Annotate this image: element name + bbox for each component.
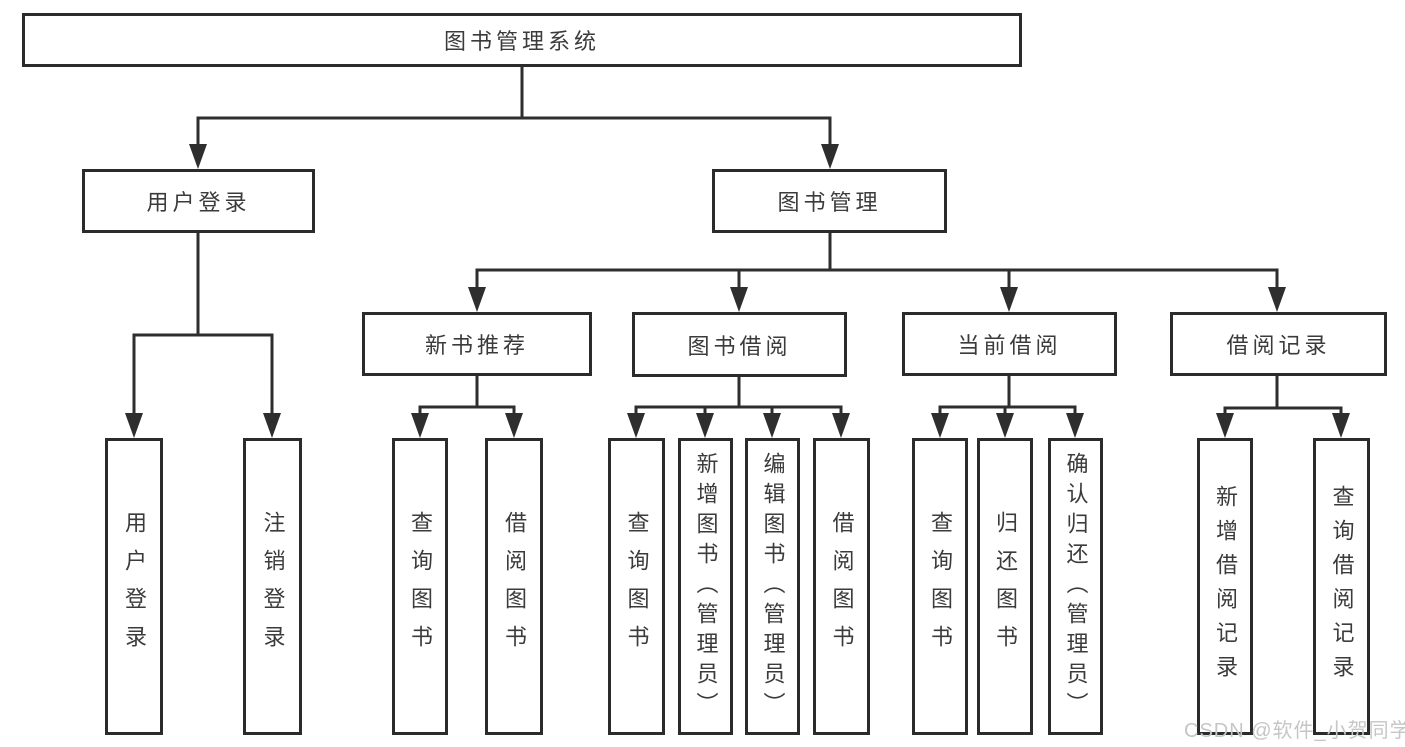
node-label-leaf-logout: 注销登录 — [260, 510, 286, 663]
node-leaf-query-borrow-rec: 查询借阅记录 — [1313, 438, 1370, 735]
node-label-user-login: 用户登录 — [146, 190, 251, 215]
arrowhead-icon — [730, 287, 748, 312]
node-leaf-borrow-books-2: 借阅图书 — [813, 438, 870, 735]
node-label-leaf-confirm-return: 确认归还（管理员） — [1063, 451, 1089, 722]
arrowhead-icon — [1216, 413, 1234, 438]
watermark: CSDN @软件_小贺同学 — [1184, 720, 1405, 742]
node-label-root: 图书管理系统 — [443, 29, 600, 54]
node-label-leaf-user-login: 用户登录 — [122, 510, 147, 663]
node-leaf-add-borrow-rec: 新增借阅记录 — [1197, 438, 1253, 735]
node-label-book-borrowing: 图书借阅 — [687, 333, 792, 359]
node-leaf-return-books: 归还图书 — [977, 438, 1033, 735]
node-book-management: 图书管理 — [712, 169, 947, 233]
arrowhead-icon — [1268, 287, 1286, 312]
arrowhead-icon — [832, 413, 850, 438]
node-label-leaf-query-books-1: 查询图书 — [408, 510, 433, 663]
arrowhead-icon — [763, 413, 781, 438]
arrowhead-icon — [468, 287, 486, 312]
node-label-leaf-borrow-books-2: 借阅图书 — [829, 510, 855, 663]
node-leaf-add-books: 新增图书（管理员） — [678, 438, 733, 735]
node-leaf-confirm-return: 确认归还（管理员） — [1048, 438, 1103, 735]
arrowhead-icon — [996, 413, 1014, 438]
arrowhead-icon — [1332, 413, 1350, 438]
node-book-borrowing: 图书借阅 — [632, 312, 847, 377]
node-root: 图书管理系统 — [22, 13, 1022, 67]
arrowhead-icon — [411, 413, 429, 438]
arrowhead-icon — [505, 413, 523, 438]
node-label-leaf-return-books: 归还图书 — [993, 510, 1018, 663]
arrowhead-icon — [821, 144, 839, 169]
arrowhead-icon — [263, 413, 281, 438]
node-label-current-borrowing: 当前借阅 — [957, 333, 1062, 358]
node-leaf-query-books-3: 查询图书 — [912, 438, 968, 735]
node-leaf-user-login: 用户登录 — [105, 438, 163, 735]
node-label-new-book-recommend: 新书推荐 — [424, 333, 529, 358]
node-borrowing-records: 借阅记录 — [1170, 312, 1387, 376]
node-current-borrowing: 当前借阅 — [902, 312, 1117, 376]
node-leaf-logout: 注销登录 — [243, 438, 302, 735]
node-label-leaf-query-borrow-rec: 查询借阅记录 — [1329, 484, 1355, 689]
node-label-leaf-borrow-books-1: 借阅图书 — [502, 510, 527, 663]
node-label-leaf-query-books-3: 查询图书 — [928, 510, 953, 663]
node-leaf-query-books-1: 查询图书 — [392, 438, 448, 735]
node-label-leaf-query-books-2: 查询图书 — [624, 510, 650, 663]
node-user-login: 用户登录 — [82, 169, 315, 233]
arrowhead-icon — [189, 144, 207, 169]
node-label-borrowing-records: 借阅记录 — [1226, 333, 1331, 358]
node-label-leaf-add-books: 新增图书（管理员） — [693, 451, 719, 722]
node-new-book-recommend: 新书推荐 — [362, 312, 592, 376]
node-leaf-query-books-2: 查询图书 — [608, 438, 665, 735]
arrowhead-icon — [627, 413, 645, 438]
arrowhead-icon — [1000, 287, 1018, 312]
arrowhead-icon — [125, 413, 143, 438]
node-label-leaf-edit-books: 编辑图书（管理员） — [760, 451, 786, 722]
arrowhead-icon — [1066, 413, 1084, 438]
node-label-book-management: 图书管理 — [777, 190, 882, 215]
node-label-leaf-add-borrow-rec: 新增借阅记录 — [1213, 484, 1238, 689]
node-leaf-edit-books: 编辑图书（管理员） — [745, 438, 800, 735]
arrowhead-icon — [696, 413, 714, 438]
arrowhead-icon — [931, 413, 949, 438]
node-leaf-borrow-books-1: 借阅图书 — [485, 438, 543, 735]
